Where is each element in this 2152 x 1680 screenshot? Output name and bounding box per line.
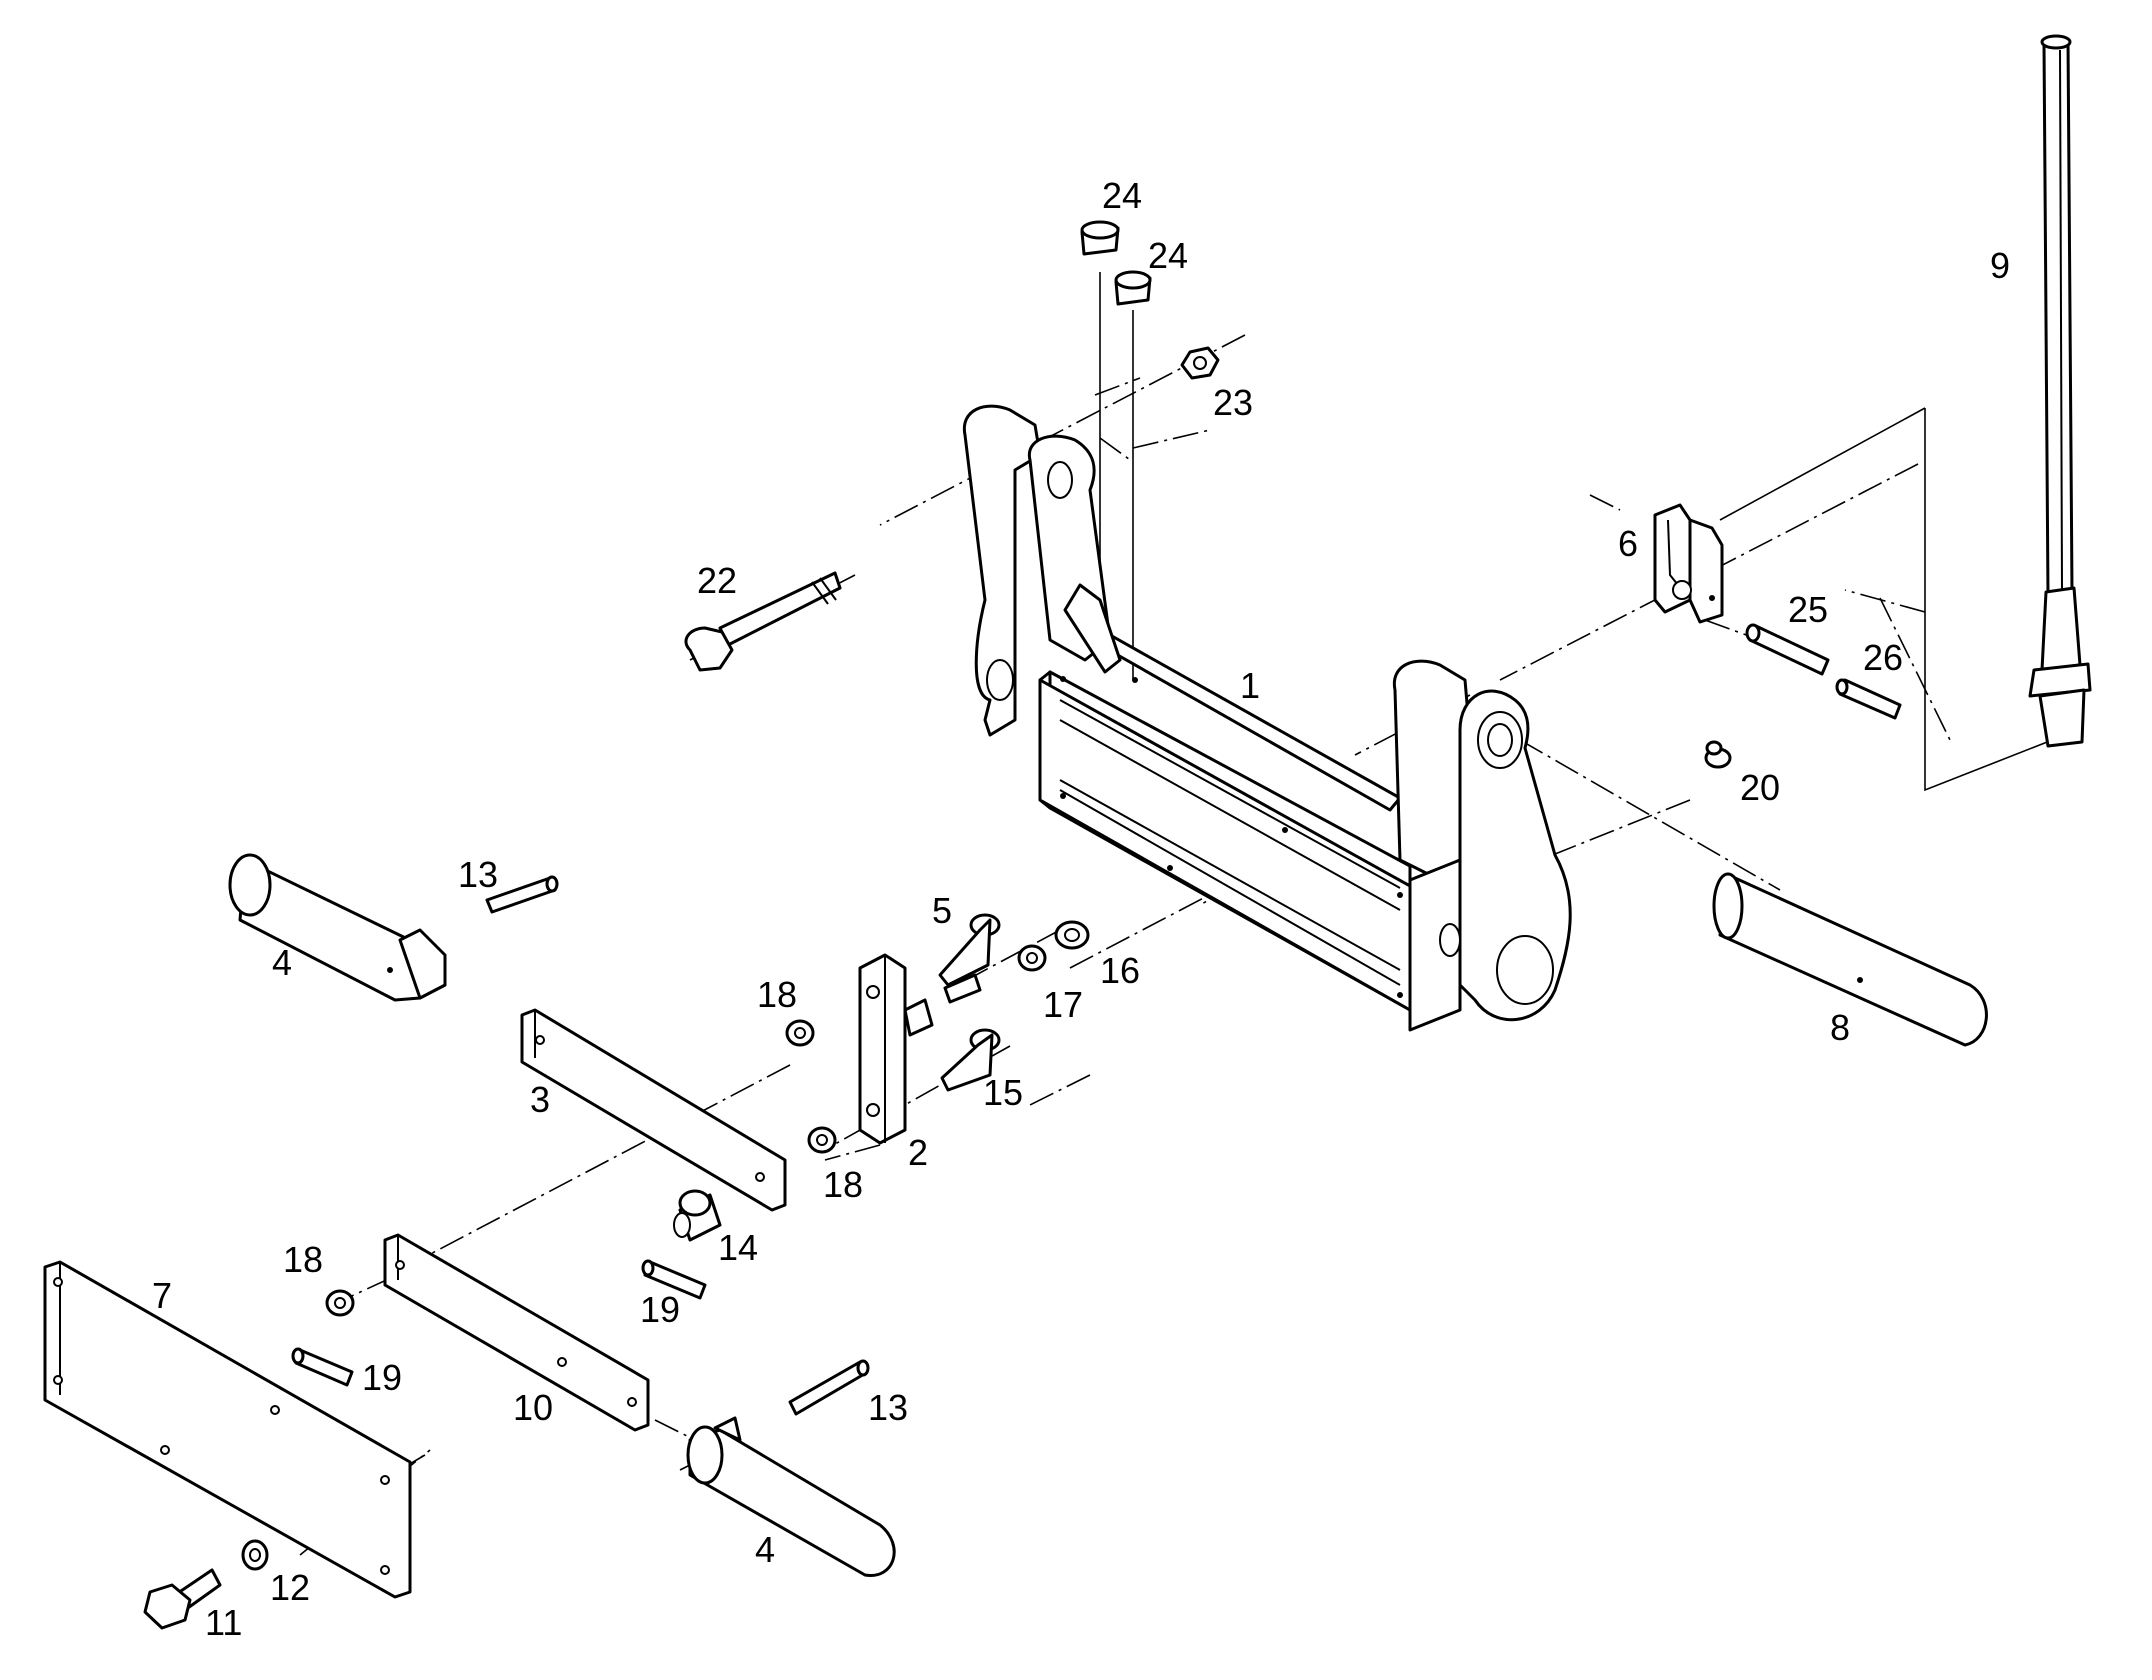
callout-24-upper: 24 <box>1102 175 1142 216</box>
callout-19-upper: 19 <box>640 1289 680 1330</box>
callout-10: 10 <box>513 1387 553 1428</box>
part-9-lever-rod <box>2028 34 2092 748</box>
callout-23: 23 <box>1213 382 1253 423</box>
callout-13-lower: 13 <box>868 1387 908 1428</box>
callout-18-middle: 18 <box>823 1164 863 1205</box>
callout-9: 9 <box>1990 245 2010 286</box>
part-6-latch-block <box>1653 503 1724 624</box>
callout-20: 20 <box>1740 767 1780 808</box>
callout-18-upper: 18 <box>757 974 797 1015</box>
part-24-plug-lower <box>1114 270 1152 306</box>
callout-2: 2 <box>908 1132 928 1173</box>
callout-6: 6 <box>1618 523 1638 564</box>
part-18-washer-middle <box>807 1126 837 1154</box>
callout-7: 7 <box>152 1275 172 1316</box>
callout-4-lower: 4 <box>755 1529 775 1570</box>
part-5-bolt <box>938 913 1001 1004</box>
part-22-long-bolt <box>684 571 842 672</box>
part-7-plate <box>43 1260 412 1599</box>
callout-8: 8 <box>1830 1007 1850 1048</box>
part-11-bolt <box>143 1568 222 1630</box>
callout-11: 11 <box>205 1602 242 1643</box>
part-24-plug-top <box>1080 220 1120 256</box>
callout-13-upper: 13 <box>458 854 498 895</box>
callout-19-lower: 19 <box>362 1357 402 1398</box>
part-18-washer-lower <box>325 1289 355 1317</box>
callout-26: 26 <box>1863 637 1903 678</box>
part-23-nut <box>1180 346 1220 380</box>
callout-12: 12 <box>270 1567 310 1608</box>
callout-14: 14 <box>718 1227 758 1268</box>
part-19-pin-upper <box>641 1259 707 1300</box>
callout-18-lower: 18 <box>283 1239 323 1280</box>
callout-labels: 1 2 3 4 4 5 6 7 8 9 10 11 12 13 13 14 15… <box>152 175 2010 1643</box>
part-8-round-pin <box>1712 872 1988 1047</box>
part-19-pin-lower <box>291 1347 354 1387</box>
callout-16: 16 <box>1100 950 1140 991</box>
callout-4-upper: 4 <box>272 942 292 983</box>
part-15-bolt <box>940 1028 1001 1092</box>
part-25-pin <box>1745 623 1830 676</box>
part-4-pin-lower <box>686 1416 896 1577</box>
callout-15: 15 <box>983 1072 1023 1113</box>
part-20-grease-nipple <box>1704 740 1732 769</box>
callout-17: 17 <box>1043 984 1083 1025</box>
callout-25: 25 <box>1788 589 1828 630</box>
callout-3: 3 <box>530 1079 550 1120</box>
part-4-pin-upper <box>228 853 447 1002</box>
part-1-main-frame <box>962 404 1572 1032</box>
part-17-washer <box>1017 944 1047 972</box>
part-16-washer <box>1054 920 1090 950</box>
callout-1: 1 <box>1240 665 1260 706</box>
part-2-vertical-plate <box>858 953 934 1145</box>
part-12-washer <box>241 1539 269 1571</box>
part-13-pin-lower <box>788 1359 870 1416</box>
part-13-pin-upper <box>485 875 559 914</box>
part-18-washer-upper <box>785 1019 815 1047</box>
callout-24-lower: 24 <box>1148 235 1188 276</box>
part-14-bushing <box>673 1189 722 1242</box>
callout-22: 22 <box>697 560 737 601</box>
part-26-pin <box>1835 678 1902 720</box>
callout-5: 5 <box>932 890 952 931</box>
part-10-flat-bar <box>383 1233 650 1432</box>
part-3-flat-bar <box>520 1008 787 1212</box>
